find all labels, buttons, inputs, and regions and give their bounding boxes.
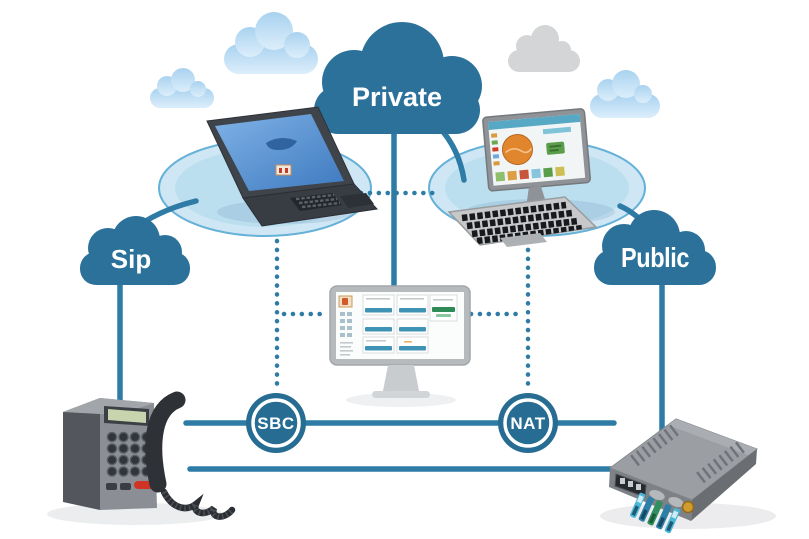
appliance-gold-port [681,500,695,514]
sip-cloud-icon [80,216,190,285]
phone-handset [145,391,186,493]
phone-keypad [106,431,152,477]
console-cards [362,294,458,354]
desktop-screen-green-widget [546,141,565,155]
sky-cloud-icon [150,68,214,108]
private-cloud-icon [314,22,482,134]
network-appliance-icon [600,418,776,534]
phone-function-button [120,483,131,490]
phone-display [108,409,146,423]
phone-function-button [106,483,117,490]
public-cloud-label: Public [620,242,690,273]
nat-node-label: NAT [510,414,546,433]
desktop-screen-thumbnails [495,166,565,182]
appliance-vents [696,440,746,484]
sky-cloud-icon [224,12,318,74]
dotted-links [274,190,531,392]
appliance-button [649,489,665,501]
laptop-icon [206,106,379,227]
console-sidebar-text-lines [340,342,353,356]
phone-red-button [134,481,154,489]
console-sidebar-icons [340,312,352,337]
appliance-vents [630,423,680,467]
laptop-touchpad [340,193,374,208]
public-cloud-icon [594,210,716,285]
desk-phone-icon [47,391,236,525]
sky-cloud-icon [590,70,660,118]
private-cloud-label: Private [351,82,443,112]
appliance-connectors [630,492,681,534]
nat-node-icon [498,393,558,453]
laptop-screen-sticker [275,164,292,176]
desktop-computer-icon [447,108,598,247]
desktop-touchpad [500,233,547,247]
sbc-node-label: SBC [257,414,295,433]
appliance-button [668,496,684,508]
console-stand [383,365,419,391]
sbc-node-icon [246,393,306,453]
sip-cloud-label: Sip [110,244,152,274]
laptop-screen-logo [266,137,297,150]
management-console-icon [329,285,471,407]
console-stand-base [372,391,430,398]
desktop-screen-sidebar-icons [490,133,500,166]
decorative-sky-clouds [150,12,660,118]
sky-cloud-gray-icon [508,25,580,72]
